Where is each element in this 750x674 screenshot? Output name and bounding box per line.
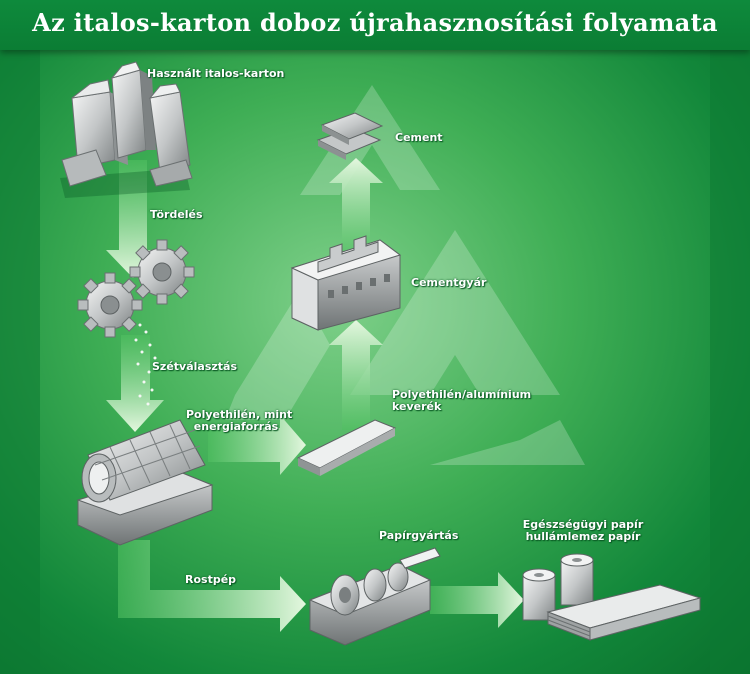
arrow-factory-to-cement: [329, 158, 383, 258]
arrow-cartons-to-gears: [106, 160, 160, 278]
label-pe-energy-line1: Polyethilén, mint: [186, 408, 293, 421]
milk-carton-icon: [60, 61, 193, 198]
gear-icon: [77, 239, 195, 406]
pe-al-ingot-icon: [296, 419, 397, 476]
arrow-gears-to-drum: [106, 335, 164, 432]
paper-roll-icon: [522, 553, 702, 641]
diagram-title: Az italos-karton doboz újrahasznosítási …: [32, 8, 718, 37]
label-pe-energy-line2: energiaforrás: [193, 420, 279, 433]
label-cement-factory: Cementgyár: [411, 276, 487, 289]
title-bar: Az italos-karton doboz újrahasznosítási …: [0, 0, 750, 50]
label-separation: Szétválasztás: [152, 360, 238, 373]
cement-factory-icon: [290, 235, 402, 331]
label-used-cartons: Használt italos-karton: [147, 67, 285, 80]
pulper-drum-icon: [76, 419, 214, 546]
label-papermaking: Papírgyártás: [379, 529, 459, 542]
label-shredding: Tördelés: [150, 208, 203, 221]
label-pe-al-mix: Polyethilén/alumínium keverék: [392, 389, 531, 413]
label-pe-al-mix-line2: keverék: [392, 400, 442, 413]
cement-bag-icon: [316, 112, 384, 160]
label-pe-al-mix-line1: Polyethilén/alumínium: [392, 388, 532, 401]
label-pe-energy: Polyethilén, mint energiaforrás: [186, 408, 293, 433]
label-cement: Cement: [395, 131, 443, 144]
label-paper-products-line1: Egészségügyi papír: [522, 518, 644, 531]
label-paper-products-line2: hullámlemez papír: [525, 530, 641, 543]
arrow-drum-to-paper-machine: [118, 540, 306, 632]
label-pulp: Rostpép: [185, 573, 237, 586]
arrow-pe-mix-to-factory: [329, 320, 383, 430]
arrow-paper-machine-to-products: [430, 572, 524, 628]
label-paper-products: Egészségügyi papír hullámlemez papír: [518, 519, 648, 543]
arrow-drum-to-pe-mix: [208, 415, 306, 475]
paper-machine-icon: [308, 547, 441, 646]
